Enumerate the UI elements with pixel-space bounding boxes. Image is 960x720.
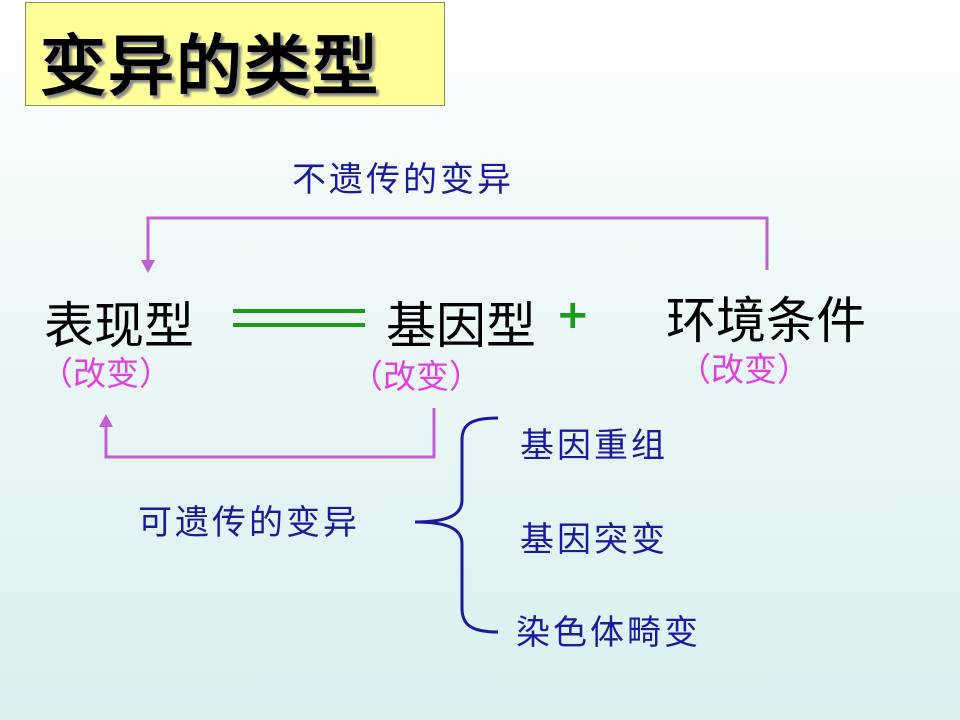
genotype-note: （改变）	[350, 357, 482, 396]
genotype-label: 基因型	[386, 297, 536, 355]
non-heritable-arrow-head	[141, 260, 155, 273]
source-gene-mutation: 基因突变	[520, 520, 668, 560]
source-chromosome-aberration: 染色体畸变	[516, 613, 701, 653]
slide-title: 变异的类型	[40, 27, 380, 105]
heritable-arrow-line	[104, 408, 436, 459]
heritable-arrow-head	[99, 414, 113, 427]
plus-sign: +	[556, 292, 590, 338]
phenotype-note: （改变）	[40, 354, 172, 393]
environment-note: （改变）	[678, 350, 810, 389]
non-heritable-arrow-line	[146, 216, 769, 270]
title-box: 变异的类型	[25, 2, 445, 106]
environment-label: 环境条件	[666, 292, 866, 350]
heritable-label: 可遗传的变异	[138, 503, 360, 543]
source-gene-recombination: 基因重组	[520, 426, 668, 466]
non-heritable-label: 不遗传的变异	[292, 160, 514, 200]
phenotype-label: 表现型	[44, 297, 194, 355]
brace-icon	[414, 416, 499, 634]
